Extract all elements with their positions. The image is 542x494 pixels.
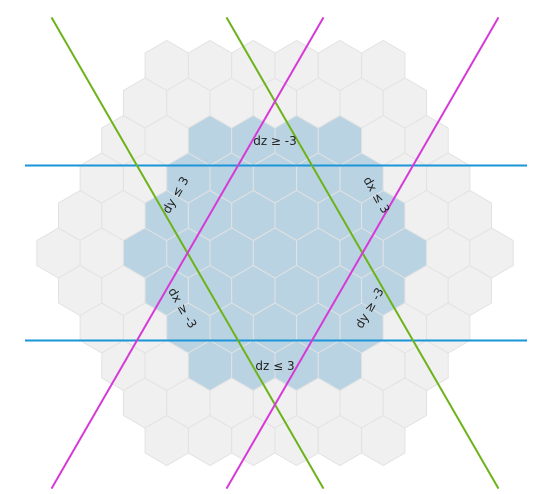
constraint-lines: [25, 16, 527, 490]
hex-cell: [469, 227, 514, 279]
label-dz-max: dz ≤ 3: [255, 359, 294, 373]
line-dy-max: [50, 16, 325, 490]
hex-grid: [36, 39, 514, 467]
label-dz-min: dz ≥ -3: [253, 134, 297, 148]
line-dy-min: [225, 16, 500, 490]
